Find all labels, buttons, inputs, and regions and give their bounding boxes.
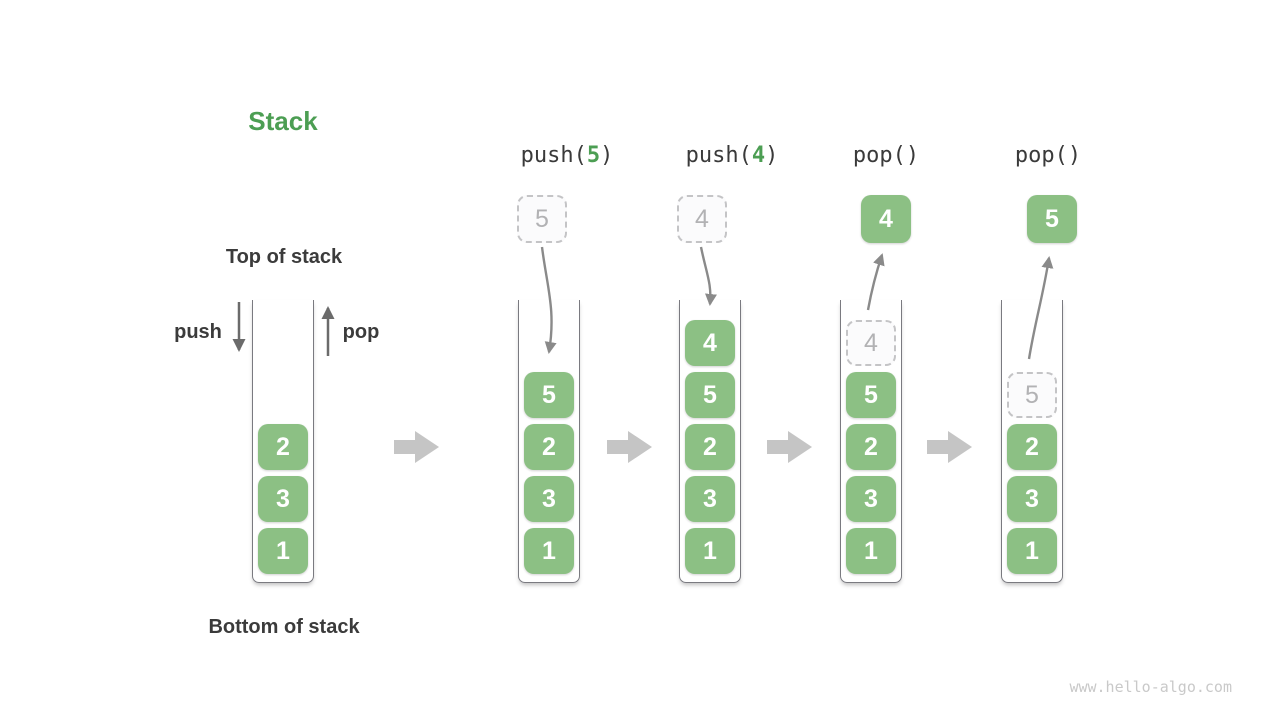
stack-cell: 3 [258, 476, 308, 522]
transition-arrow-icon [927, 431, 972, 463]
stack-cell: 1 [524, 528, 574, 574]
op-label-push-5: push(5) [521, 143, 614, 168]
cell-value: 3 [1025, 484, 1039, 513]
cell-value: 1 [703, 536, 717, 565]
transition-arrow-icon [394, 431, 439, 463]
stack-container [840, 300, 902, 583]
cell-value: 5 [864, 380, 878, 409]
stack-cell: 3 [846, 476, 896, 522]
op-label-push-4: push(4) [686, 143, 779, 168]
stack-container [252, 300, 314, 583]
op-label-pop-1: pop() [853, 143, 919, 168]
transition-arrow-icon [767, 431, 812, 463]
floating-cell: 4 [861, 195, 911, 243]
op-close: ) [1067, 143, 1082, 168]
cell-value: 1 [542, 536, 556, 565]
cell-value: 3 [276, 484, 290, 513]
cell-value: 5 [1025, 380, 1039, 409]
cell-value: 2 [276, 432, 290, 461]
stack-cell: 5 [846, 372, 896, 418]
push-label: push [174, 321, 222, 343]
stack-cell: 5 [524, 372, 574, 418]
cell-value: 4 [695, 204, 709, 233]
stack-cell: 3 [685, 476, 735, 522]
op-label-pop-2: pop() [1015, 143, 1081, 168]
stack-cell: 1 [258, 528, 308, 574]
cell-value: 2 [542, 432, 556, 461]
cell-value: 2 [864, 432, 878, 461]
transition-arrow-icon [607, 431, 652, 463]
floating-cell: 5 [517, 195, 567, 243]
pop-label: pop [342, 321, 380, 343]
cell-value: 4 [864, 328, 878, 357]
cell-value: 2 [703, 432, 717, 461]
op-close: ) [765, 143, 779, 168]
op-arg: 4 [751, 143, 766, 168]
floating-cell: 5 [1027, 195, 1077, 243]
stack-cell-removed: 5 [1007, 372, 1057, 418]
cell-value: 5 [1045, 204, 1059, 233]
watermark: www.hello-algo.com [1069, 678, 1232, 696]
top-of-stack-label: Top of stack [225, 246, 343, 268]
floating-cell: 4 [677, 195, 727, 243]
stack-cell: 2 [846, 424, 896, 470]
bottom-of-stack-label: Bottom of stack [208, 616, 360, 638]
cell-value: 5 [703, 380, 717, 409]
op-close: ) [905, 143, 920, 168]
stack-cell: 1 [1007, 528, 1057, 574]
stack-cell: 1 [846, 528, 896, 574]
op-fn: pop( [1014, 143, 1068, 168]
stack-container [518, 300, 580, 583]
stack-container [1001, 300, 1063, 583]
push-flow-arrow-icon [699, 246, 717, 306]
stack-cell: 1 [685, 528, 735, 574]
cell-value: 4 [703, 328, 717, 357]
page-title: Stack [248, 106, 318, 136]
stack-cell: 5 [685, 372, 735, 418]
op-arg: 5 [586, 143, 601, 168]
stack-container [679, 300, 741, 583]
cell-value: 2 [1025, 432, 1039, 461]
stack-cell-removed: 4 [846, 320, 896, 366]
op-fn: push( [685, 143, 752, 168]
stack-cell: 3 [1007, 476, 1057, 522]
op-fn: pop( [852, 143, 906, 168]
stack-cell: 2 [685, 424, 735, 470]
stack-cell: 3 [524, 476, 574, 522]
cell-value: 1 [864, 536, 878, 565]
cell-value: 3 [542, 484, 556, 513]
cell-value: 5 [542, 380, 556, 409]
stack-cell: 2 [1007, 424, 1057, 470]
cell-value: 3 [864, 484, 878, 513]
cell-value: 4 [879, 204, 893, 233]
op-fn: push( [520, 143, 587, 168]
cell-value: 1 [1025, 536, 1039, 565]
cell-value: 1 [276, 536, 290, 565]
cell-value: 5 [535, 204, 549, 233]
stack-cell: 4 [685, 320, 735, 366]
stack-cell: 2 [524, 424, 574, 470]
cell-value: 3 [703, 484, 717, 513]
op-close: ) [600, 143, 614, 168]
stack-cell: 2 [258, 424, 308, 470]
